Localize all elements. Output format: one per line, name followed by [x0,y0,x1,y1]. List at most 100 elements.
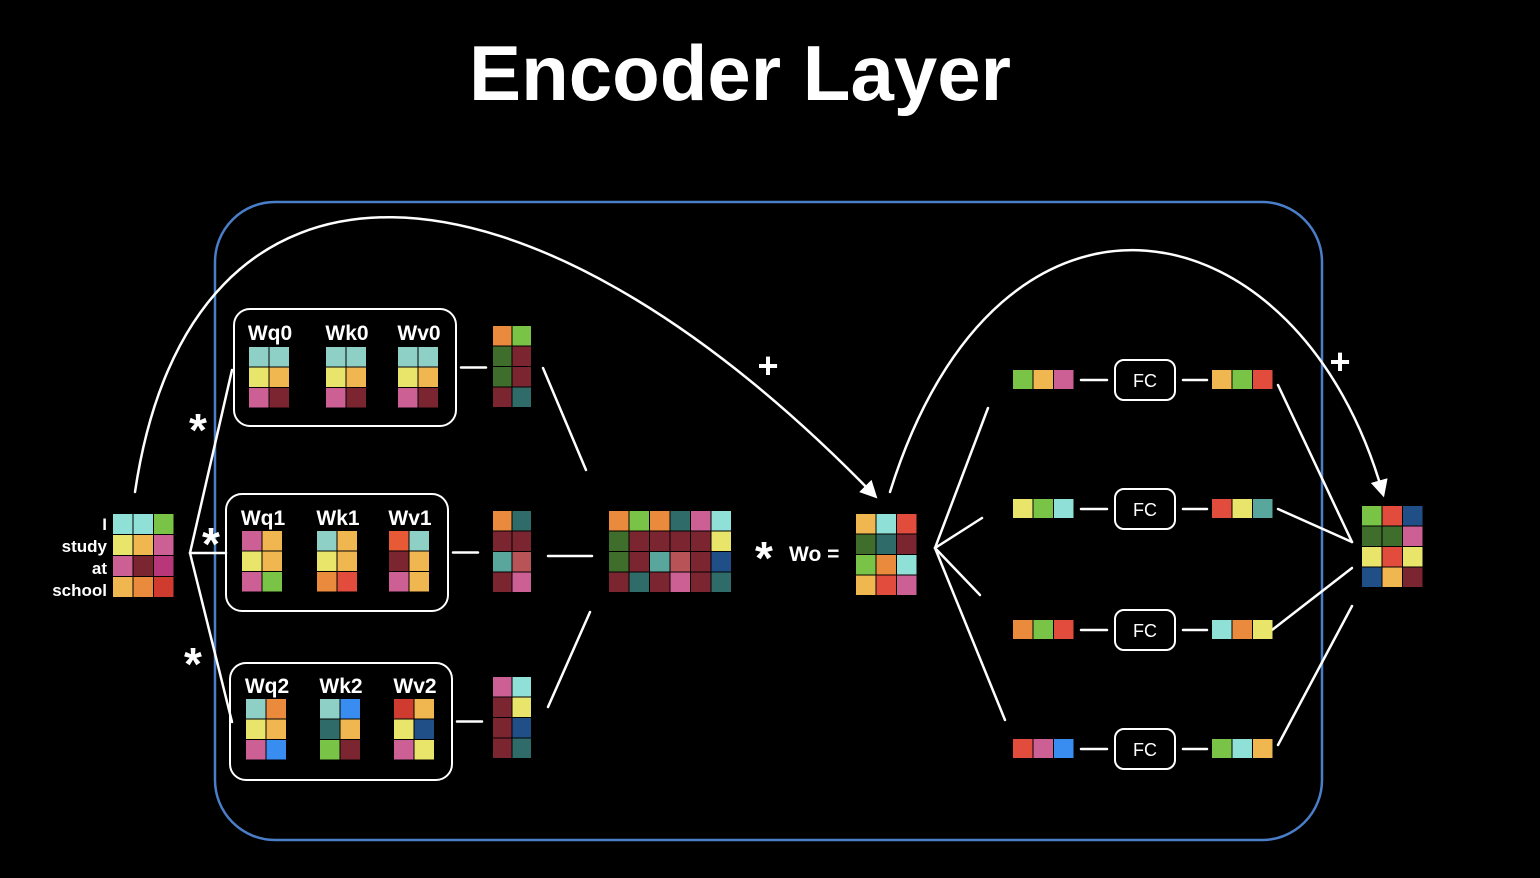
weight-matrix-wv0-cell [398,347,418,367]
weight-matrix-wv1-cell [409,531,429,551]
concat-matrix-cell [691,511,711,531]
head-2-output-matrix-cell [512,738,531,758]
fan-line-ffn-1 [933,516,984,550]
final-output-matrix [1362,506,1423,587]
residual-curve-2 [888,248,1388,498]
token-label: study [62,537,108,556]
fan-line-ffn-3 [933,546,1007,722]
final-merge-line-2 [1270,566,1354,632]
weight-matrix-wv0-cell [418,367,438,387]
weight-matrix-wq0-cell [249,388,269,408]
ffn-3-output-vector-cell [1232,739,1252,758]
weight-matrix-wv2-cell [394,740,414,760]
weight-matrix-wk2-cell [340,719,360,739]
fan-line-ffn-0 [933,406,990,550]
attention-output-matrix-cell [856,555,876,575]
head-1-output-matrix-cell [512,552,531,572]
weight-matrix-wk2-cell [340,740,360,760]
head-1-output-matrix-cell [493,511,512,531]
weight-label: Wk2 [319,675,362,698]
ffn-2-input-vector-cell [1033,620,1053,639]
weight-matrix-wk0-cell [346,367,366,387]
attention-output-matrix-cell [897,534,917,554]
attention-output-matrix-cell [897,575,917,595]
ffn-2-output-vector-cell [1232,620,1252,639]
final-output-matrix-cell [1382,547,1402,567]
ffn-2-input-vector [1013,620,1074,639]
merge-line-head-2 [546,610,592,709]
final-output-matrix-cell [1362,506,1382,526]
connector-lines [133,216,1388,751]
weight-matrix-wk2-cell [320,699,340,719]
input-matrix-cell [113,514,133,534]
concat-matrix-cell [711,531,731,551]
weight-matrix-wq2-cell [246,719,266,739]
weight-matrix-wq2-cell [266,719,286,739]
weight-matrix-wk0-cell [326,388,346,408]
final-output-matrix-cell [1403,567,1423,587]
concat-matrix-cell [670,572,690,592]
ffn-0-input-vector-cell [1033,370,1053,389]
fc-box [1114,488,1176,530]
ffn-1-output-vector [1212,499,1273,518]
multiply-symbol: * [755,532,773,584]
final-merge-line-3 [1276,604,1354,747]
fan-line-head-0 [188,368,234,555]
concat-matrix-cell [650,531,670,551]
input-matrix-cell [113,556,133,576]
weight-matrix-wv1-cell [409,572,429,592]
weight-matrix-wq0-cell [269,388,289,408]
concat-matrix-cell [650,552,670,572]
weight-matrix-wq2-cell [266,699,286,719]
attention-output-matrix-cell [856,534,876,554]
concat-matrix-cell [629,572,649,592]
weight-matrix-wq1-cell [262,551,282,571]
final-output-matrix-cell [1382,506,1402,526]
head-1-output-matrix-cell [493,531,512,551]
weight-matrix-wv2 [394,699,434,760]
concat-matrix-cell [670,531,690,551]
head-0-output-matrix-cell [512,367,531,387]
weight-matrix-wq1-cell [242,551,262,571]
final-output-matrix-cell [1382,526,1402,546]
ffn-2-input-vector-cell [1013,620,1033,639]
weight-label: Wq1 [241,507,286,530]
weight-matrix-wv1-cell [389,531,409,551]
ffn-0-output-vector-cell [1253,370,1273,389]
concat-matrix-cell [629,552,649,572]
head-0-output-matrix [493,326,531,407]
weight-matrix-wk2 [320,699,360,760]
concat-matrix-cell [670,552,690,572]
head-0-box [233,308,457,427]
weight-matrix-wk1-cell [317,572,337,592]
fc-box [1114,359,1176,401]
ffn-2-output-vector-cell [1253,620,1273,639]
fc-label: FC [1133,500,1157,520]
plus-symbol: + [757,345,778,386]
weight-label: Wq2 [245,675,289,698]
ffn-3-input-vector-cell [1013,739,1033,758]
head-0-output-matrix-cell [493,387,512,407]
weight-matrix-wq0-cell [269,367,289,387]
ffn-2-output-vector [1212,620,1273,639]
weight-matrix-wq0-cell [249,347,269,367]
weight-matrix-wk1-cell [337,572,357,592]
input-matrix-cell [154,535,174,555]
ffn-1-output-vector-cell [1253,499,1273,518]
concat-matrix-cell [691,531,711,551]
head-0-output-matrix-cell [493,346,512,366]
weight-matrix-wv0 [398,347,438,408]
attention-output-matrix-cell [876,555,896,575]
fc-label: FC [1133,740,1157,760]
weight-matrix-wk0-cell [346,347,366,367]
weight-matrix-wq1 [242,531,282,592]
fan-line-ffn-2 [933,546,982,597]
head-1-output-matrix-cell [493,552,512,572]
encoder-layer-frame [213,200,1324,842]
concat-matrix-cell [650,511,670,531]
attention-output-matrix-cell [876,575,896,595]
ffn-0-input-vector [1013,370,1074,389]
weight-label: Wv1 [388,507,432,530]
